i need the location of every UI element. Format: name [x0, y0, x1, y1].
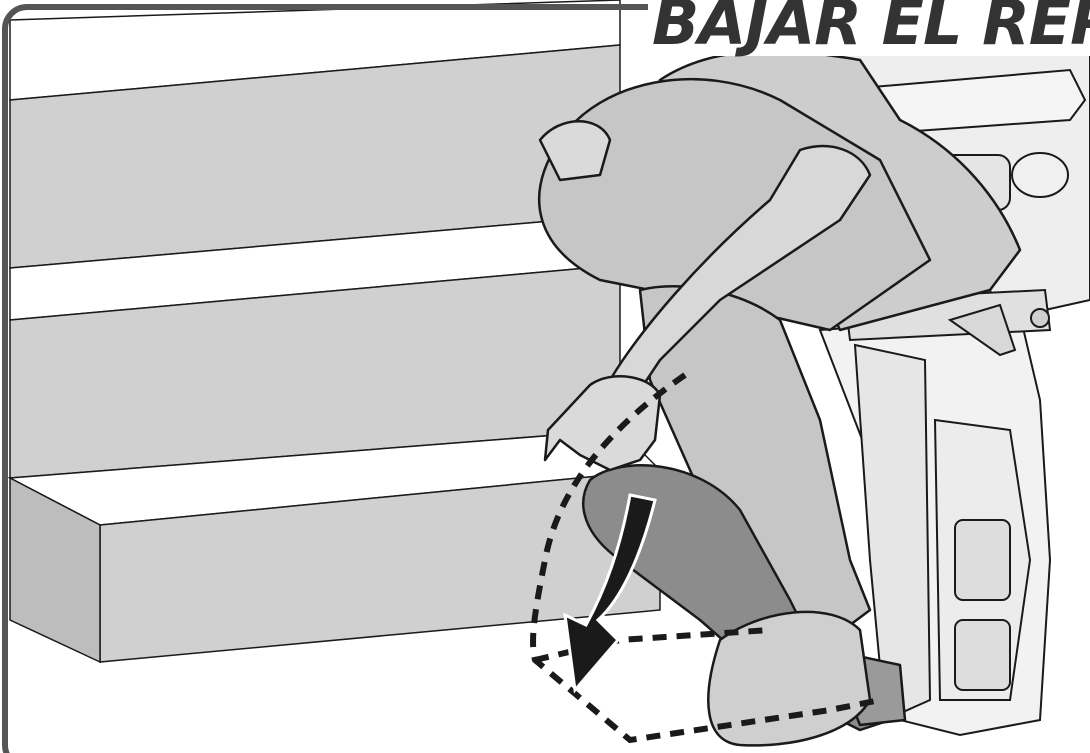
- staircase: [10, 0, 660, 662]
- instruction-heading: BAJAR EL REPO: [648, 0, 1090, 56]
- control-knob: [1012, 153, 1068, 197]
- carriage-slot: [955, 520, 1010, 600]
- lever-pivot: [1031, 309, 1049, 327]
- carriage-slot-2: [955, 620, 1010, 690]
